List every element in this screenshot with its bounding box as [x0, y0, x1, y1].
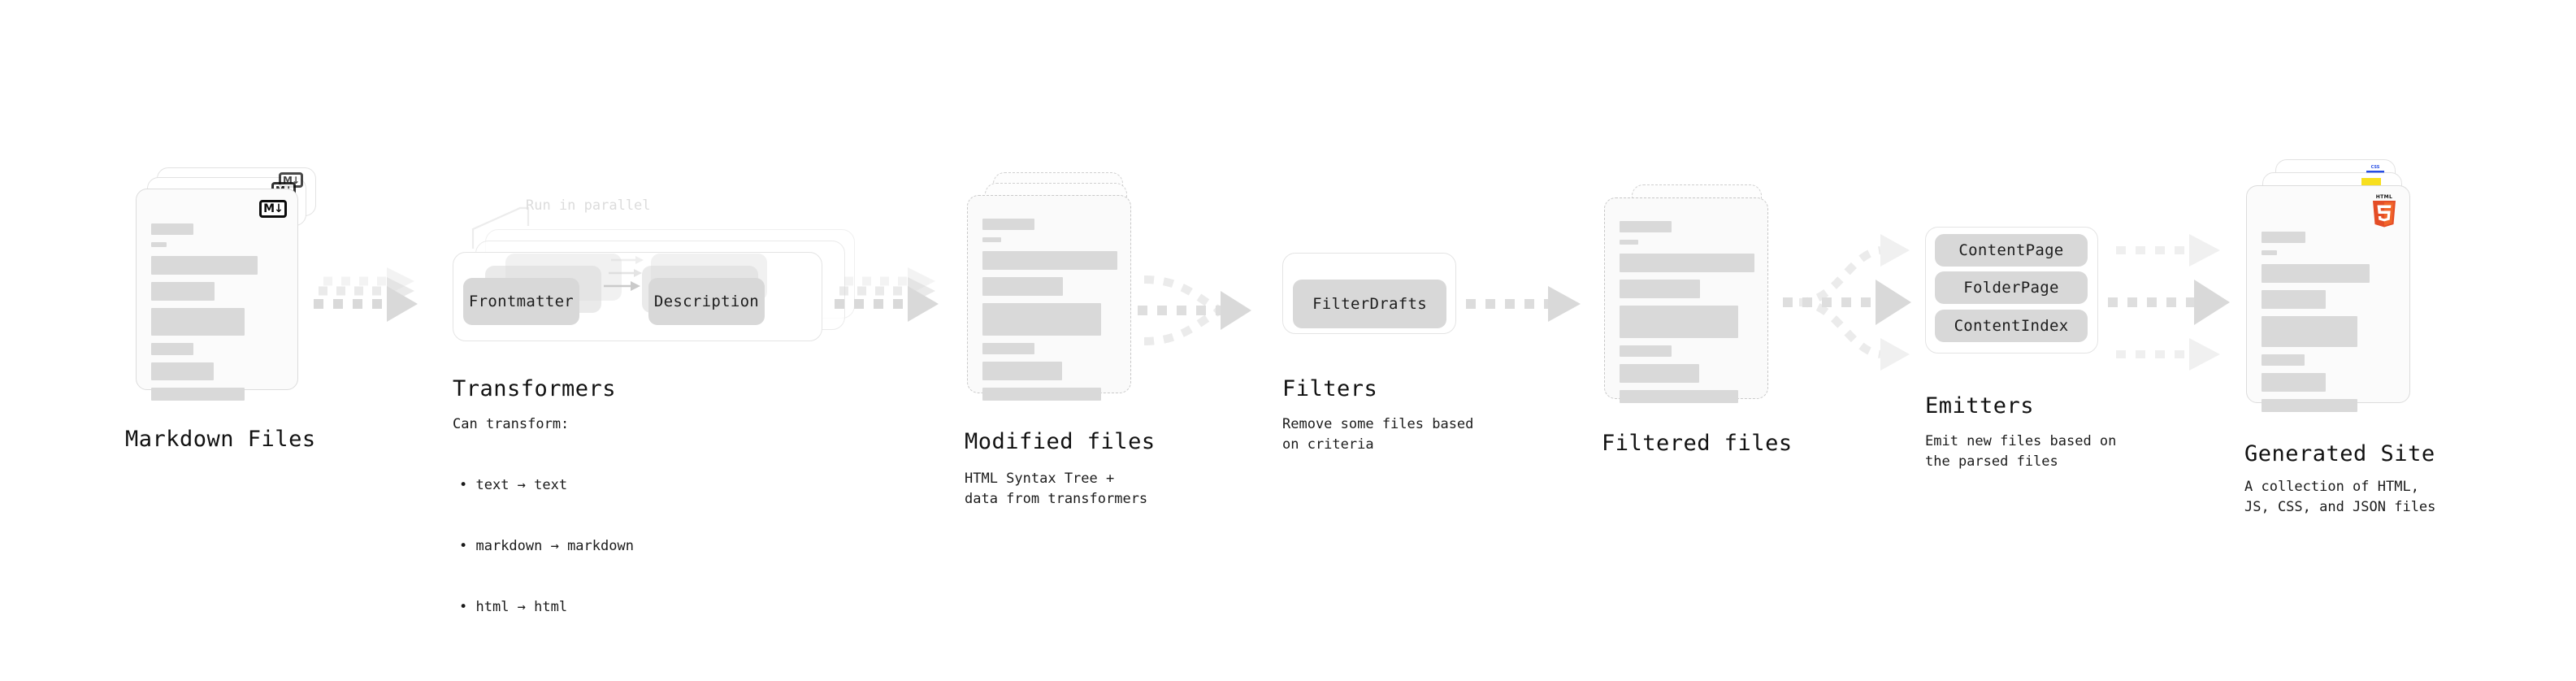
emitters-chip-contentindex-label: ContentIndex — [1954, 317, 2069, 335]
transformer-inner-arrows — [604, 256, 644, 291]
arrow-md-to-transformers — [309, 267, 439, 325]
stage-subtitle-emitters: Emit new files based on the parsed files — [1925, 433, 2117, 470]
stage-title-filters: Filters — [1282, 376, 1378, 401]
content-line — [151, 308, 245, 336]
merge-arrow — [1138, 275, 1251, 345]
content-line — [982, 237, 1001, 242]
content-line — [2262, 354, 2305, 366]
content-line — [151, 282, 215, 301]
transformer-bullet-item: • html → html — [459, 599, 568, 615]
content-line — [982, 303, 1101, 336]
content-line — [1620, 345, 1672, 357]
arrow-filters-to-filtered — [1463, 286, 1601, 328]
run-in-parallel-bracket — [471, 206, 530, 249]
transformer-chip-frontmatter-label: Frontmatter — [468, 293, 575, 310]
arrow-transformers-to-modified — [830, 267, 960, 325]
transformer-bullet-item: • text → text — [459, 477, 568, 493]
filters-chip-filterdrafts[interactable]: FilterDrafts — [1293, 280, 1446, 328]
transformer-chip-description-label: Description — [653, 293, 760, 310]
content-line — [982, 277, 1063, 296]
stage-title-generated-site: Generated Site — [2244, 441, 2435, 466]
transformer-bullet-item: • markdown → markdown — [459, 538, 634, 554]
content-line — [1620, 390, 1738, 403]
markdown-card-front: M↓ — [136, 189, 298, 401]
content-line — [1620, 254, 1754, 272]
site-card-front: HTML — [2246, 185, 2410, 412]
stage-title-emitters: Emitters — [1925, 393, 2035, 419]
run-in-parallel-label: Run in parallel — [526, 197, 651, 214]
content-line — [2262, 373, 2326, 392]
emitters-chip-contentindex[interactable]: ContentIndex — [1935, 310, 2088, 342]
content-line — [2262, 290, 2326, 309]
transformer-chip-description[interactable]: Description — [648, 278, 765, 325]
emitters-chip-folderpage-label: FolderPage — [1963, 279, 2059, 297]
triple-dashed-arrow — [314, 267, 418, 322]
stage-subtitle-transformers: Can transform: — [453, 416, 570, 432]
transformer-chip-frontmatter[interactable]: Frontmatter — [463, 278, 579, 325]
stage-title-markdown-files: Markdown Files — [125, 427, 316, 452]
emitters-chip-folderpage[interactable]: FolderPage — [1935, 271, 2088, 304]
stage-title-modified-files: Modified files — [965, 429, 1156, 454]
content-line — [151, 242, 167, 247]
content-line — [151, 362, 214, 380]
filtered-card-content — [1620, 221, 1754, 410]
arrow-modified-to-filters — [1136, 268, 1282, 349]
content-line — [151, 343, 193, 355]
filters-chip-filterdrafts-label: FilterDrafts — [1312, 295, 1427, 313]
content-line — [2262, 232, 2305, 243]
emitters-chip-contentpage-label: ContentPage — [1958, 241, 2064, 259]
fan-out-arrow — [1783, 234, 1911, 371]
content-line — [151, 388, 245, 401]
arrow-filtered-to-emitters — [1780, 229, 1942, 375]
content-line — [1620, 364, 1699, 383]
content-line — [1620, 221, 1672, 232]
css-icon: CSS — [2366, 163, 2384, 173]
modified-card-content — [982, 219, 1117, 408]
markdown-icon: M↓ — [259, 200, 287, 218]
stage-subtitle-generated-site: A collection of HTML, JS, CSS, and JSON … — [2244, 479, 2436, 515]
fan-in-arrow — [2108, 234, 2230, 371]
content-line — [2262, 316, 2357, 347]
stage-title-filtered-files: Filtered files — [1602, 431, 1793, 456]
content-line — [151, 256, 258, 275]
content-line — [982, 343, 1034, 354]
site-card-content — [2262, 232, 2395, 419]
html5-icon: HTML — [2373, 194, 2396, 228]
svg-text:HTML: HTML — [2376, 194, 2393, 200]
content-line — [982, 251, 1117, 270]
emitters-chip-contentpage[interactable]: ContentPage — [1935, 234, 2088, 267]
svg-text:CSS: CSS — [2371, 165, 2380, 170]
arrow-emitters-to-site — [2105, 229, 2267, 375]
markdown-card-content — [151, 223, 283, 408]
filtered-card-front — [1604, 197, 1768, 403]
transformer-bullet-list: • text → text • markdown → markdown • ht… — [459, 435, 634, 658]
stage-subtitle-filters: Remove some files based on criteria — [1282, 416, 1474, 453]
content-line — [1620, 240, 1638, 245]
triple-dashed-arrow — [835, 267, 939, 322]
content-line — [982, 219, 1034, 230]
content-line — [2262, 250, 2277, 255]
content-line — [2262, 399, 2357, 412]
modified-card-front — [967, 195, 1131, 401]
content-line — [982, 362, 1062, 380]
stage-title-transformers: Transformers — [453, 376, 617, 401]
content-line — [2262, 264, 2370, 283]
content-line — [1620, 306, 1738, 338]
single-dashed-arrow — [1466, 286, 1581, 322]
content-line — [1620, 280, 1700, 298]
content-line — [151, 223, 193, 235]
content-line — [982, 388, 1101, 401]
stage-subtitle-modified-files: HTML Syntax Tree + data from transformer… — [965, 471, 1148, 507]
